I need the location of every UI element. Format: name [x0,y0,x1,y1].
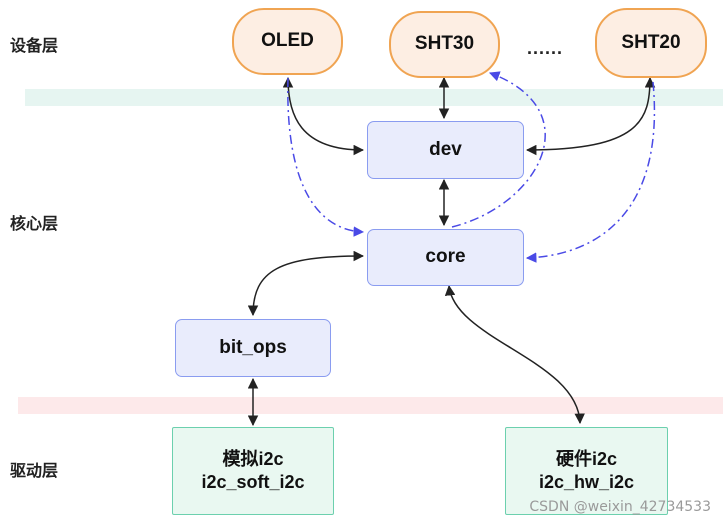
device-sht30: SHT30 [389,11,500,78]
csdn-watermark: CSDN @weixin_42734533 [529,499,711,515]
node-bit-ops: bit_ops [175,319,331,377]
device-sht20: SHT20 [595,8,707,78]
node-dev: dev [367,121,524,179]
driver-soft-name: i2c_soft_i2c [201,472,305,492]
arrow-core-bitops [247,250,365,317]
device-ellipsis: ...... [527,38,564,58]
device-oled: OLED [232,8,343,75]
arrow-sht20-dev [525,76,656,156]
arrow-core-hw [444,284,585,425]
dashed-arrow-oled-core [287,77,365,237]
driver-soft-i2c: 模拟i2c i2c_soft_i2c [172,427,334,515]
driver-hw-title: 硬件i2c [555,448,618,469]
layer-label-device: 设备层 [10,36,59,55]
driver-soft-title: 模拟i2c [222,448,284,469]
device-layer-band [25,89,723,106]
driver-hw-i2c: 硬件i2c i2c_hw_i2c [505,427,668,515]
layer-label-driver: 驱动层 [10,461,59,480]
dashed-arrow-core-sht30 [451,71,546,228]
arrow-oled-dev [282,76,365,156]
dashed-arrow-sht20-core [525,81,656,263]
node-core: core [367,229,524,286]
driver-hw-name: i2c_hw_i2c [538,472,635,492]
driver-layer-band [18,397,723,414]
layer-label-core: 核心层 [10,214,59,233]
